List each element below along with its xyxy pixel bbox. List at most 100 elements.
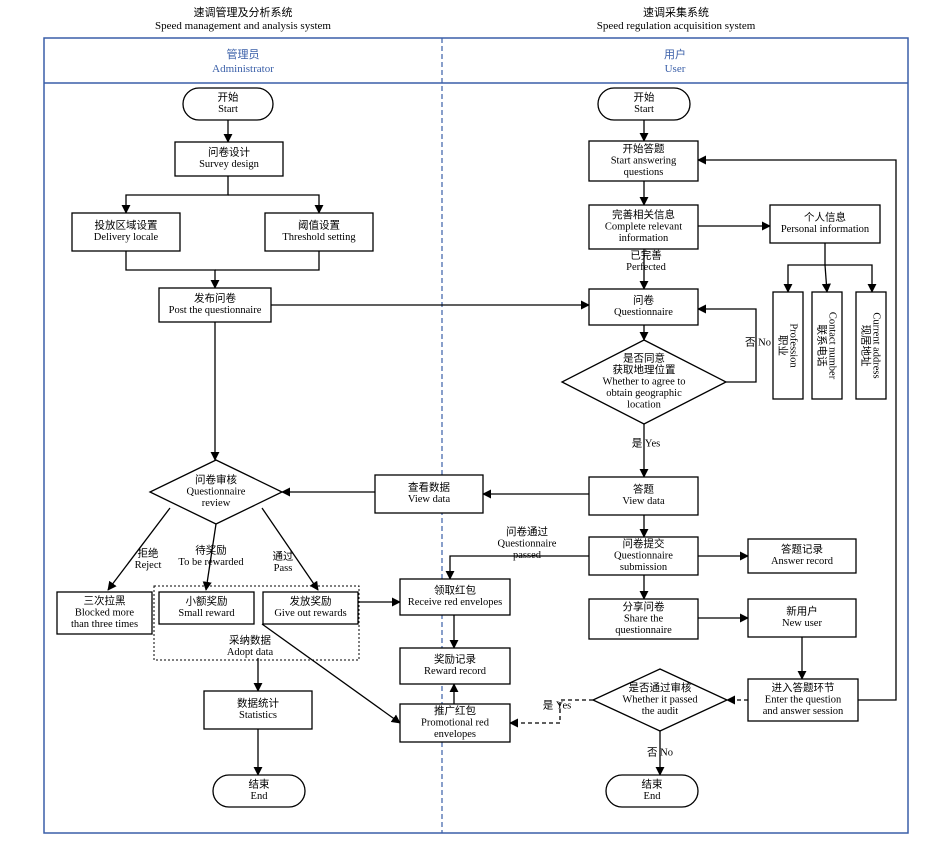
- node-text: location: [627, 399, 662, 410]
- node-text: 联系电话: [816, 325, 829, 367]
- node-text: 小额奖励: [186, 595, 228, 608]
- edge-label-no-audit: 否 No: [647, 746, 673, 758]
- node-text: Whether to agree to: [602, 376, 685, 387]
- edge-enter-to-start-answer: [697, 155, 897, 701]
- terminal-shape: [597, 87, 691, 121]
- node-text: Questionnaire: [614, 550, 673, 561]
- process-shape: [264, 212, 374, 252]
- node-text: Delivery locale: [94, 232, 159, 243]
- node-text: obtain geographic: [606, 388, 682, 399]
- edge-delivery-to-post: [125, 251, 220, 289]
- node-text: Start answering: [611, 155, 677, 166]
- node-text: View data: [622, 496, 665, 507]
- node-text: 发放奖励: [290, 595, 332, 608]
- edge-submit-to-receive: [445, 555, 589, 580]
- process-shape: [855, 291, 887, 400]
- node-text: submission: [620, 562, 668, 573]
- node-text: questions: [624, 167, 664, 178]
- lane-user-en: User: [665, 63, 686, 75]
- edge-label-text: passed: [513, 550, 542, 561]
- node-text: 问卷提交: [623, 537, 665, 550]
- system-title-right-en: Speed regulation acquisition system: [597, 20, 756, 32]
- edge-review-reject: [107, 507, 171, 591]
- node-text: Small reward: [178, 608, 235, 619]
- edge-small-to-promo: [261, 623, 401, 724]
- process-shape: [158, 591, 255, 625]
- node-text: Enter the question: [765, 694, 842, 705]
- edge-label-text: 是 Yes: [543, 699, 571, 711]
- node-text: Personal information: [781, 224, 870, 235]
- node-text: Post the questionnaire: [169, 305, 262, 316]
- process-shape: [374, 474, 484, 514]
- node-text: envelopes: [434, 729, 476, 740]
- process-shape: [203, 690, 313, 730]
- node-text: 答题: [633, 483, 654, 496]
- edge-review-reward: [202, 523, 217, 591]
- process-shape: [399, 703, 511, 743]
- process-shape: [769, 204, 881, 244]
- node-text: Reward record: [424, 666, 487, 677]
- node-text: the audit: [642, 706, 679, 717]
- node-text: questionnaire: [615, 625, 672, 636]
- node-text: 开始: [218, 91, 239, 104]
- decision-shape: [591, 668, 729, 732]
- process-shape: [588, 140, 699, 182]
- process-shape: [262, 591, 359, 625]
- edge-label-text: 是 Yes: [632, 437, 660, 449]
- process-shape: [399, 647, 511, 685]
- edge-label-text: 拒绝: [138, 547, 159, 560]
- lane-admin-en: Administrator: [212, 63, 274, 75]
- terminal-shape: [605, 774, 699, 808]
- node-text: Survey design: [199, 159, 260, 170]
- edge-label-no-geo: 否 No: [745, 336, 771, 348]
- node-text: 查看数据: [408, 481, 450, 494]
- node-text: 现居地址: [860, 325, 873, 367]
- edge-label-text: 通过: [273, 550, 294, 563]
- node-text: 开始: [634, 91, 655, 104]
- node-text: 是否通过审核: [629, 681, 692, 694]
- decision-shape: [560, 339, 728, 425]
- decision-shape: [148, 459, 284, 525]
- node-text: 个人信息: [804, 211, 846, 224]
- node-text: View data: [408, 494, 451, 505]
- edge-label-yes-audit: 是 Yes: [543, 699, 571, 711]
- node-text: 领取红包: [434, 584, 476, 597]
- edge-label-text: Questionnaire: [498, 538, 557, 549]
- node-text: 答题记录: [781, 543, 823, 556]
- node-text: 结束: [642, 778, 663, 791]
- process-shape: [399, 578, 511, 616]
- node-text: 新用户: [786, 605, 818, 618]
- edge-personal-to-profession: [783, 243, 826, 293]
- node-text: Promotional red: [421, 717, 490, 728]
- terminal-shape: [212, 774, 306, 808]
- lane-user-zh: 用户: [664, 47, 686, 61]
- node-text: Whether it passed: [622, 694, 698, 705]
- node-text: than three times: [71, 619, 138, 630]
- edge-personal-to-address: [825, 264, 877, 293]
- node-text: 发布问卷: [194, 292, 236, 305]
- process-shape: [772, 291, 804, 400]
- node-text: information: [619, 233, 669, 244]
- process-shape: [588, 476, 699, 516]
